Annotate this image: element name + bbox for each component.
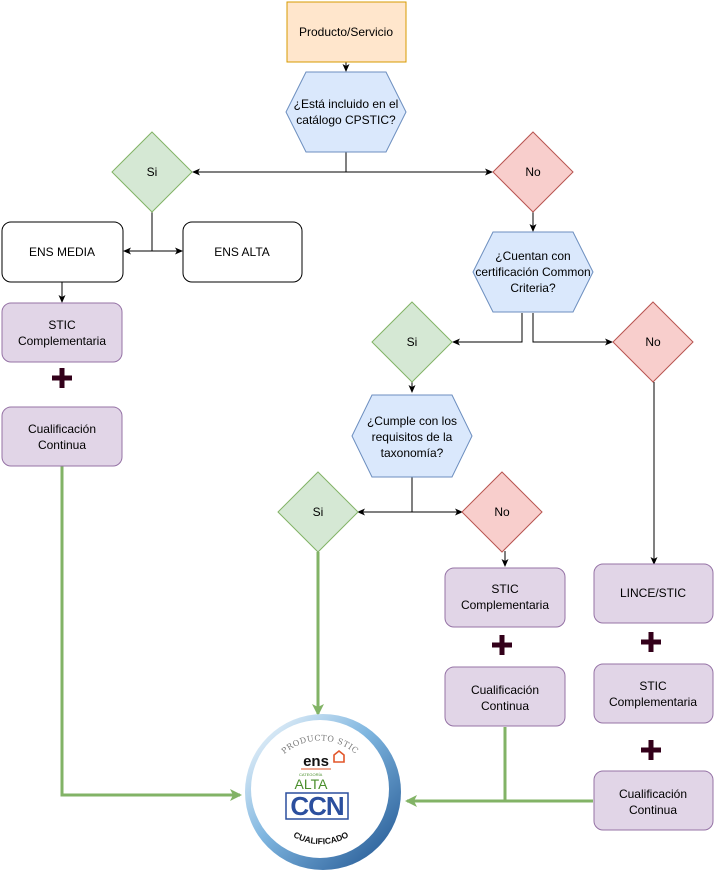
stic-right-line2: Complementaria <box>609 695 697 709</box>
stic-right-line1: STIC <box>639 679 667 693</box>
badge-alta-small-text: CATEGORÍA <box>299 772 323 777</box>
cualificacion-mid-line2: Continua <box>481 699 529 713</box>
stic-mid-box <box>444 567 566 628</box>
cc-question-line3: Criteria? <box>510 281 556 295</box>
no-label-2: No <box>645 335 661 349</box>
plus-icon-right-2 <box>641 740 661 760</box>
badge-ens-text: ens <box>303 753 329 770</box>
stic-mid-line1: STIC <box>491 582 519 596</box>
product-label: Producto/Servicio <box>299 25 393 39</box>
no-diamond-2 <box>612 301 694 383</box>
si-diamond-3 <box>277 471 359 553</box>
connector-cc-to-si <box>452 313 523 346</box>
stic-left-box <box>1 302 123 363</box>
ccn-logo-frame <box>285 792 349 820</box>
si-diamond-1 <box>111 131 193 213</box>
cualificacion-right-box <box>593 770 714 831</box>
certification-badge: PRODUCTO STIC ens CATEGORÍA ALTA CCN CUA… <box>245 714 401 870</box>
ens-media-box <box>1 221 124 283</box>
catalog-question-line1: ¿Está incluido en el <box>294 97 399 111</box>
badge-inner-circle <box>251 720 389 858</box>
green-connector-mid <box>405 727 507 807</box>
ens-alta-box <box>182 221 303 283</box>
plus-icon-right-1 <box>641 632 661 652</box>
si-label-1: Si <box>147 165 158 179</box>
no-diamond-1 <box>492 131 574 213</box>
taxonomy-question-line2: requisitos de la <box>372 430 453 444</box>
cualificacion-mid-line1: Cualificación <box>471 683 539 697</box>
no-diamond-3 <box>461 471 543 553</box>
cualificacion-mid-box <box>444 666 566 727</box>
lince-label: LINCE/STIC <box>620 586 686 600</box>
cualificacion-right-line2: Continua <box>629 803 677 817</box>
connector-taxonomy-to-si <box>357 477 413 516</box>
stic-left-line2: Complementaria <box>18 334 106 348</box>
cualificacion-right-line1: Cualificación <box>619 787 687 801</box>
badge-ccn-text: CCN <box>290 791 344 821</box>
cc-question-hexagon <box>472 231 594 313</box>
catalog-question-hexagon <box>285 71 407 153</box>
catalog-question-line2: catálogo CPSTIC? <box>296 113 396 127</box>
cc-question-line1: ¿Cuentan con <box>495 249 570 263</box>
cualificacion-left-line2: Continua <box>38 438 86 452</box>
taxonomy-question-line1: ¿Cumple con los <box>367 414 457 428</box>
connector-cc-to-no <box>532 313 613 346</box>
connectors <box>58 62 658 567</box>
cualificacion-left-line1: Cualificación <box>28 422 96 436</box>
ens-logo-icon <box>333 749 345 763</box>
si-diamond-2 <box>371 301 453 383</box>
stic-left-line1: STIC <box>48 318 76 332</box>
lince-box <box>593 563 714 624</box>
stic-right-box <box>593 663 714 724</box>
product-box <box>286 1 407 63</box>
taxonomy-question-line3: taxonomía? <box>381 446 444 460</box>
stic-mid-line2: Complementaria <box>461 598 549 612</box>
ens-media-label: ENS MEDIA <box>29 245 95 259</box>
cualificacion-left-box <box>1 406 123 467</box>
badge-alta-text: ALTA <box>295 776 329 792</box>
plus-icon-mid <box>492 635 512 655</box>
green-connectors <box>60 466 593 807</box>
no-label-3: No <box>494 505 510 519</box>
si-label-3: Si <box>313 505 324 519</box>
si-label-2: Si <box>407 335 418 349</box>
cc-question-line2: certificación Common <box>475 265 590 279</box>
ens-alta-label: ENS ALTA <box>214 245 270 259</box>
no-label-1: No <box>525 165 541 179</box>
taxonomy-question-hexagon <box>351 394 473 478</box>
plus-icon-left <box>52 368 72 388</box>
green-connector-left <box>60 466 242 801</box>
